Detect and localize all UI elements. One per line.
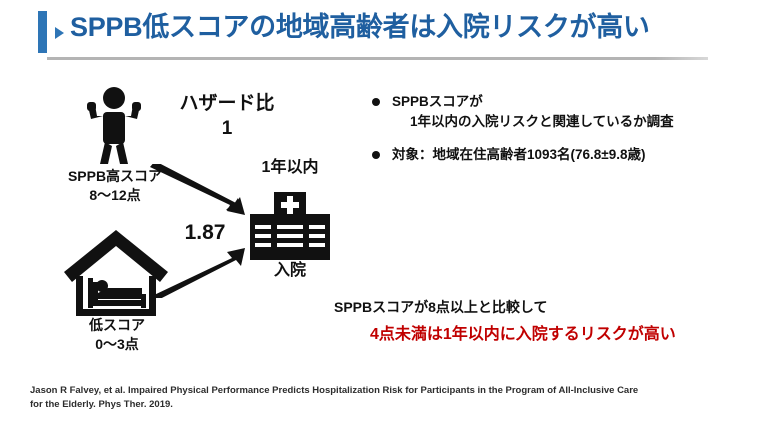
high-score-label-line1: SPPB高スコア	[67, 168, 163, 184]
bullet-1-line-1: SPPBスコアが	[392, 94, 483, 109]
title-divider	[47, 57, 708, 60]
citation-line-2: for the Elderly. Phys Ther. 2019.	[30, 399, 173, 410]
slide-header: SPPB低スコアの地域高齢者は入院リスクが高い	[0, 0, 768, 66]
citation: Jason R Falvey, et al. Impaired Physical…	[30, 384, 746, 412]
risk-flow-diagram: SPPB高スコア 8〜12点 低スコア 0〜3点 ハザード比 1 1.87	[0, 66, 360, 366]
hazard-ratio-low-score-value: 1.87	[184, 221, 226, 244]
within-one-year-label: 1年以内	[261, 159, 319, 176]
high-score-label-line2: 8〜12点	[89, 187, 141, 203]
high-score-label: SPPB高スコア 8〜12点	[20, 167, 210, 205]
page-title: SPPB低スコアの地域高齢者は入院リスクが高い	[70, 12, 650, 42]
conclusion-highlight-text: 4点未満は1年以内に入院するリスクが高い	[370, 326, 676, 343]
summary-bullet-list: SPPBスコアが 1年以内の入院リスクと関連しているか調査 対象：地域在住高齢者…	[370, 92, 762, 178]
title-accent-bar	[38, 11, 47, 53]
arrow-high-score-to-hospital-icon	[150, 161, 250, 221]
hazard-ratio-caption: ハザード比	[179, 93, 275, 114]
low-score-label: 低スコア 0〜3点	[42, 316, 192, 354]
triangle-bullet-icon	[55, 27, 64, 39]
admission-label: 入院	[273, 262, 306, 279]
low-score-label-line2: 0〜3点	[95, 336, 139, 352]
low-score-label-line1: 低スコア	[89, 317, 145, 333]
arrow-low-score-to-hospital-icon	[150, 246, 250, 303]
conclusion-block: SPPBスコアが8点以上と比較して 4点未満は1年以内に入院するリスクが高い	[334, 296, 764, 346]
hazard-ratio-reference-value: 1	[221, 118, 233, 139]
bullet-dot-icon	[372, 151, 380, 159]
standing-strong-person-icon	[78, 86, 150, 164]
bullet-2-line-1: 対象：地域在住高齢者1093名(76.8±9.8歳)	[392, 147, 646, 162]
citation-line-1: Jason R Falvey, et al. Impaired Physical…	[30, 385, 639, 396]
bullet-1-line-2: 1年以内の入院リスクと関連しているか調査	[410, 114, 674, 129]
bullet-dot-icon	[372, 98, 380, 106]
hospital-icon	[248, 192, 332, 264]
conclusion-comparison-text: SPPBスコアが8点以上と比較して	[334, 299, 548, 315]
list-item: SPPBスコアが 1年以内の入院リスクと関連しているか調査	[370, 92, 762, 132]
list-item: 対象：地域在住高齢者1093名(76.8±9.8歳)	[370, 145, 762, 165]
